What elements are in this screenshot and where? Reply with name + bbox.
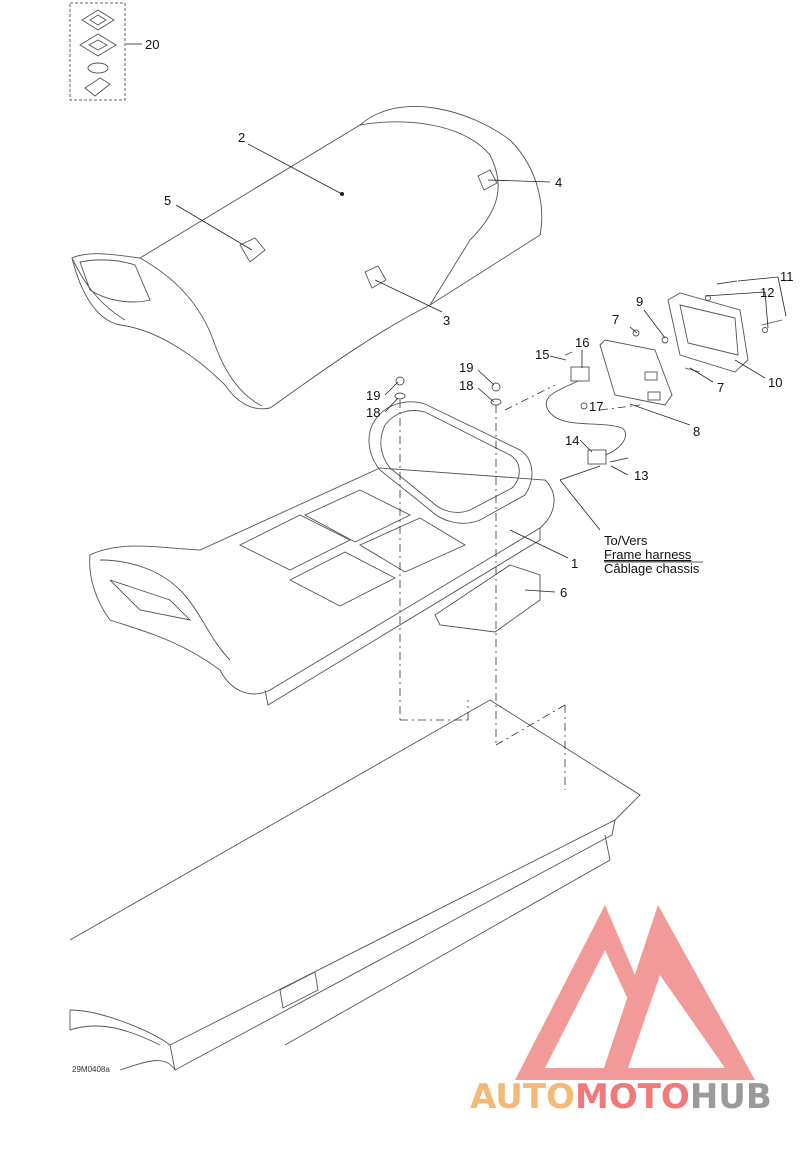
frame-tunnel [69,699,641,1071]
callout-19a: 19 [459,360,473,375]
callout-18b: 18 [366,405,380,420]
callout-3: 3 [443,313,450,328]
callout-5: 5 [164,193,171,208]
callout-16: 16 [575,335,589,350]
wiring-harness [545,351,629,531]
callout-9: 9 [636,294,643,309]
leader-lines [175,143,787,593]
callout-7a: 7 [612,312,619,327]
watermark-logo-icon [515,905,755,1080]
taillight-assembly [599,280,783,406]
callout-15: 15 [535,347,549,362]
callout-11: 11 [780,269,794,284]
callout-10: 10 [768,375,782,390]
storage-tray-part [89,401,555,706]
assembly-dash-lines [399,384,641,790]
harness-routing-note: To/Vers Frame harness Câblage chassis [604,533,703,576]
callout-14: 14 [565,433,579,448]
callout-12: 12 [760,285,774,300]
callout-17: 17 [589,399,603,414]
callout-6: 6 [560,585,567,600]
callout-2: 2 [238,130,245,145]
callout-4: 4 [555,175,562,190]
callout-8: 8 [693,424,700,439]
note-cablage-chassis: Câblage chassis [604,561,700,576]
callout-13: 13 [634,468,648,483]
watermark-moto: MOTO [575,1077,690,1117]
watermark-auto: AUTO [470,1077,575,1117]
fasteners-18-19 [394,376,502,406]
callout-7b: 7 [717,380,724,395]
part-20-inset [69,2,142,101]
seat-part [71,106,543,410]
callout-18a: 18 [459,378,473,393]
drawing-code: 29M0408a [72,1065,110,1074]
callout-1: 1 [571,556,578,571]
watermark-hub: HUB [690,1077,772,1117]
note-frame-harness: Frame harness [604,547,692,562]
callout-19b: 19 [366,388,380,403]
plate-part-6 [434,564,541,633]
watermark-text: AUTOMOTOHUB [470,1077,772,1117]
callout-labels: 20 2 5 4 3 11 12 9 7 7 10 8 15 16 17 19 … [145,37,794,600]
note-to-vers: To/Vers [604,533,648,548]
callout-20: 20 [145,37,159,52]
